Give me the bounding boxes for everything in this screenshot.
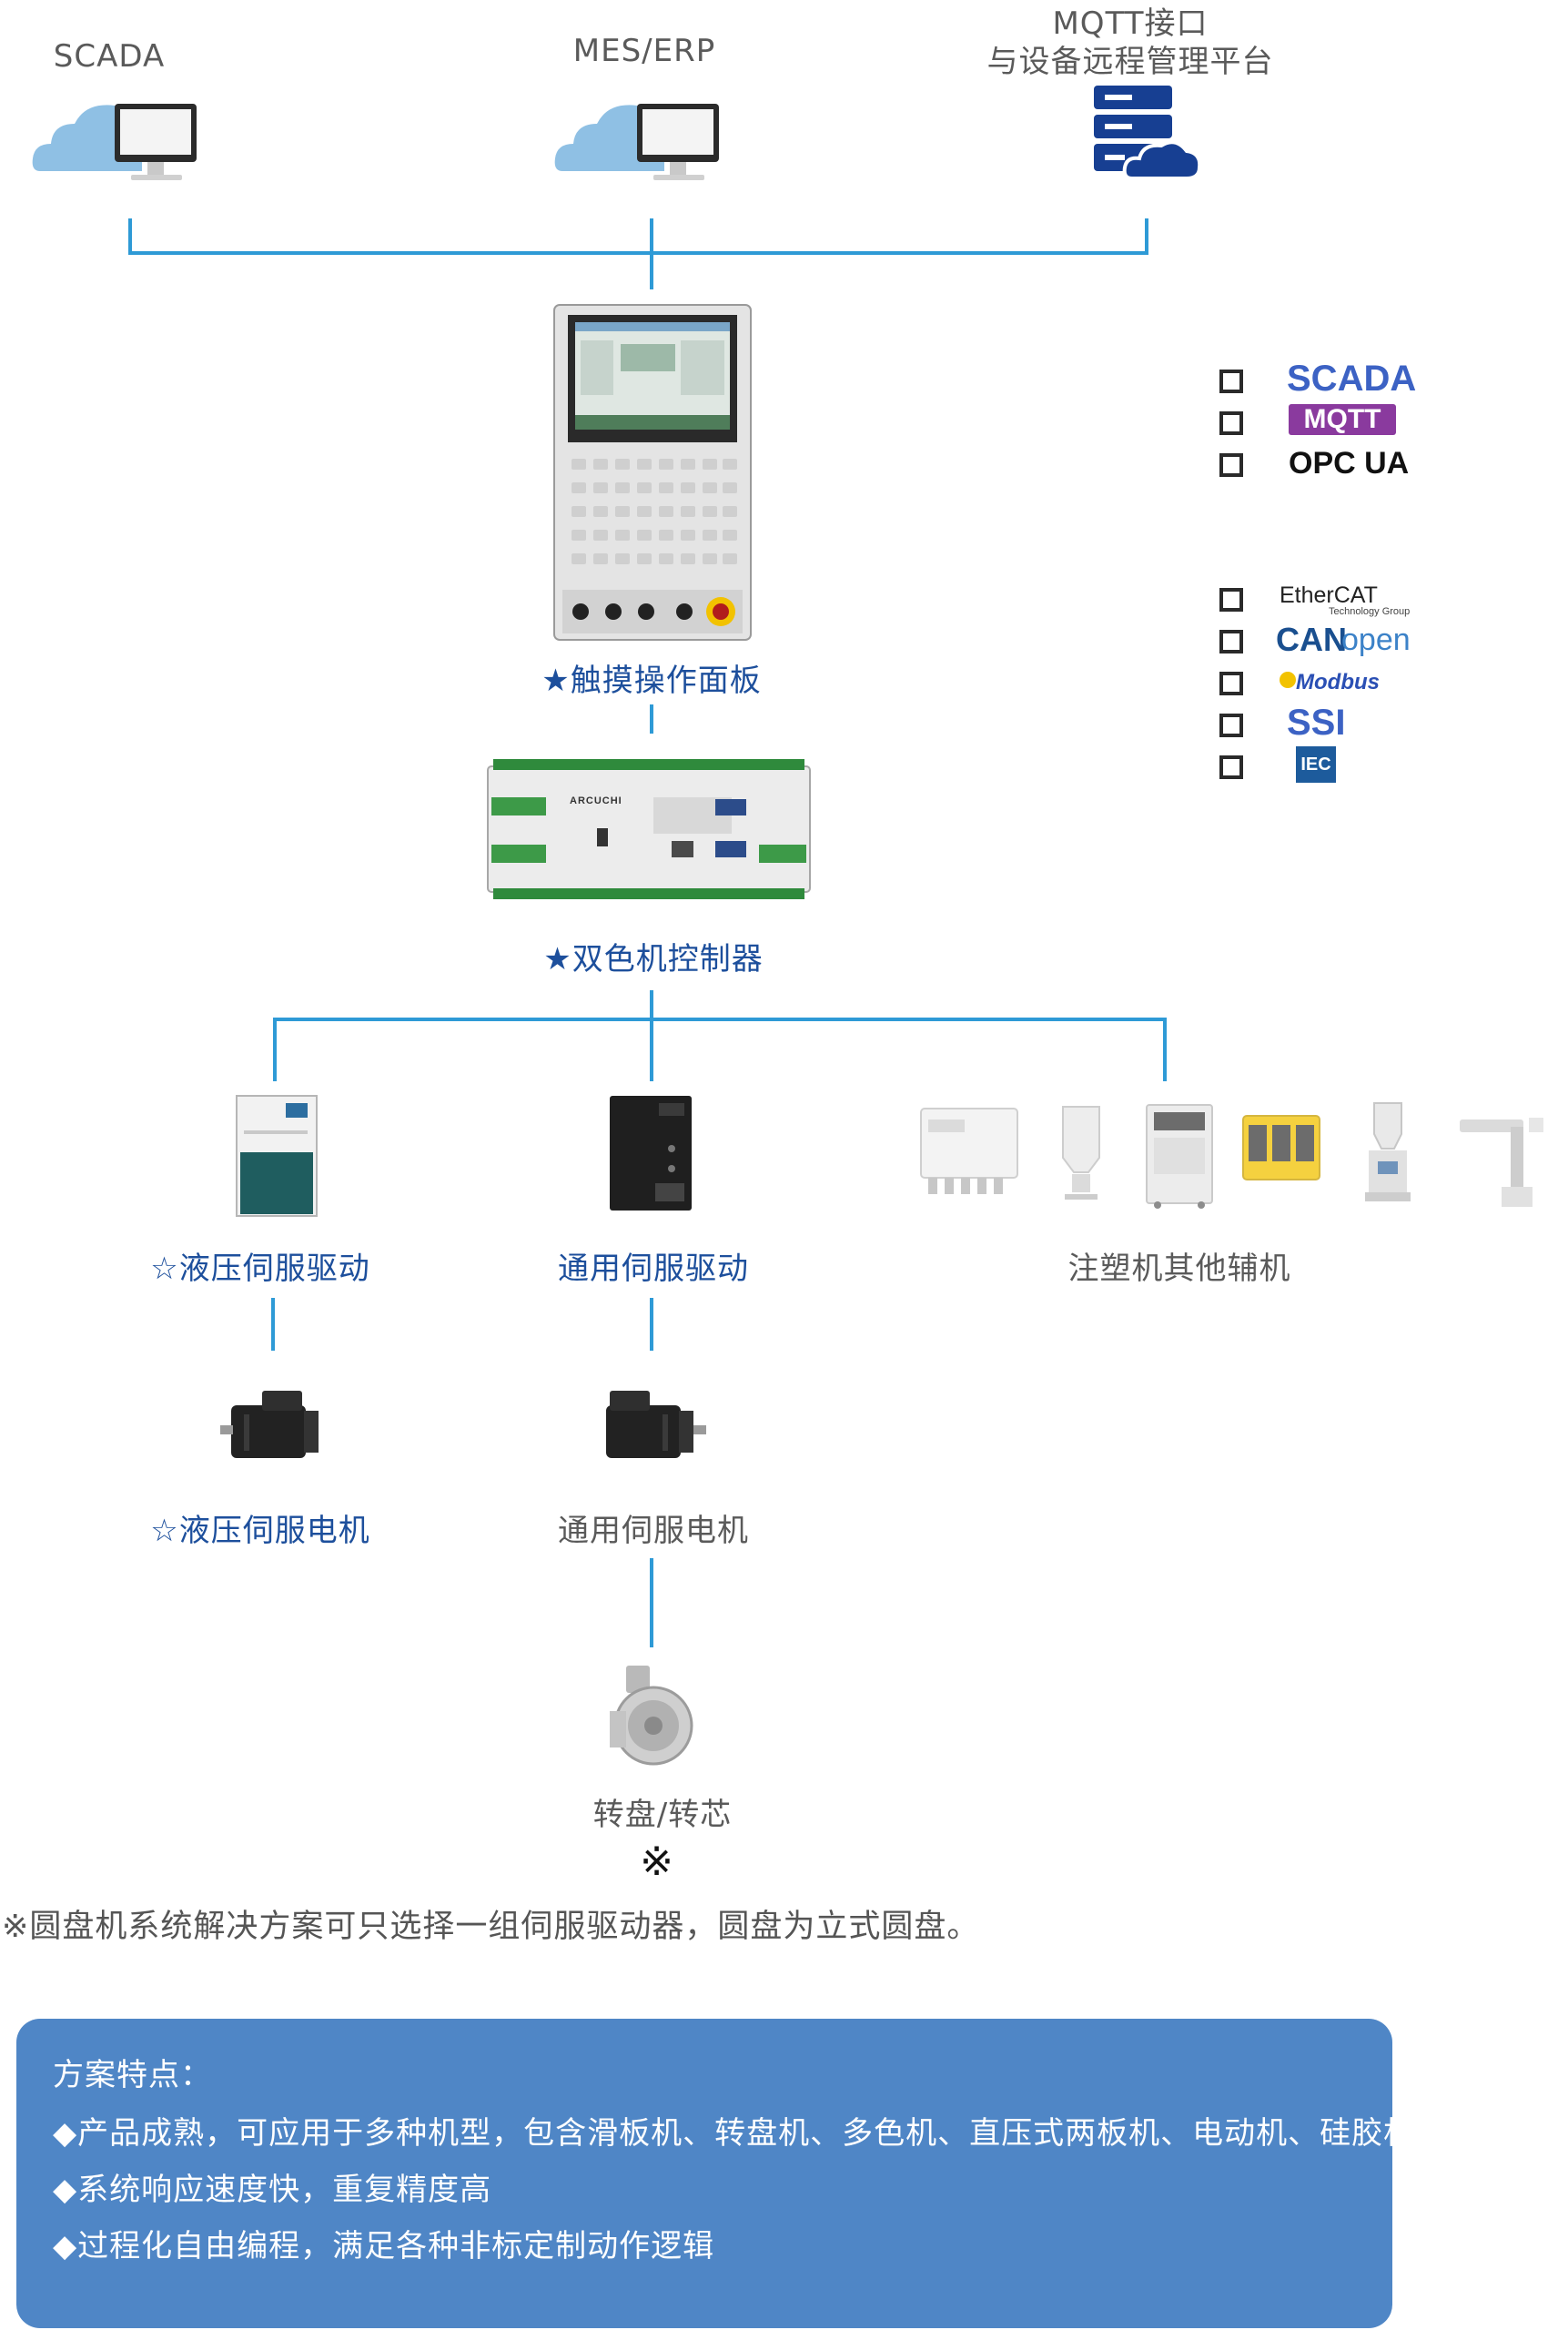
mes-drop-line [650,218,653,289]
mes-cloud-computer-icon [554,104,719,180]
aux-drop-line [1163,1018,1167,1081]
controller-drop-line [650,990,653,1081]
hydraulic-drop-line [273,1018,277,1081]
hydraulic-motor-label: ☆液压伺服电机 [150,1513,370,1549]
mqtt-logo: MQTT [1289,404,1396,435]
features-title: 方案特点： [53,2057,212,2093]
can-logo: CAN [1276,621,1347,658]
aux-hot-runner-controller-image [1242,1115,1320,1180]
scada-label: SCADA [53,38,166,75]
checkbox-mqtt [1219,411,1243,435]
canopen-logo-suffix: open [1341,623,1411,657]
opcua-logo: OPC UA [1289,446,1410,481]
controller-label: ★双色机控制器 [543,941,764,978]
modbus-logo-mark [1280,672,1296,688]
checkbox-iec [1219,755,1243,779]
iec-logo: IEC [1296,746,1336,783]
ssi-logo: SSI [1287,703,1346,743]
aux-hopper-loader-image [1365,1102,1411,1201]
hydraulic-driver-to-motor-line [271,1298,275,1351]
general-servo-driver-image [610,1096,692,1211]
hydraulic-driver-label: ☆液压伺服驱动 [150,1251,370,1287]
aux-controller-box-image [920,1108,1018,1194]
scada-logo: SCADA [1287,359,1417,399]
mes-erp-label: MES/ERP [572,33,716,69]
mqtt-drop-line [1145,218,1148,255]
hydraulic-servo-motor-image [220,1391,319,1458]
turntable-label: 转盘/转芯 [592,1797,733,1833]
general-driver-to-motor-line [650,1298,653,1351]
footnote: ※圆盘机系统解决方案可只选择一组伺服驱动器，圆盘为立式圆盘。 [2,1909,980,1945]
aux-machines-label: 注塑机其他辅机 [1067,1251,1291,1287]
checkbox-modbus [1219,672,1243,695]
general-servo-motor-image [606,1391,706,1458]
checkbox-scada [1219,370,1243,393]
touch-panel-image [553,304,752,641]
scada-drop-line [128,218,132,255]
aux-robot-arm-image [1460,1118,1543,1207]
motor-to-turntable-line [650,1558,653,1647]
checkbox-canopen [1219,630,1243,653]
touch-panel-label: ★触摸操作面板 [541,663,762,699]
feature-item: ◆系统响应速度快，重复精度高 [53,2172,492,2208]
controller-image [487,759,811,899]
ethercat-logo: EtherCAT [1280,582,1378,608]
general-driver-label: 通用伺服驱动 [558,1251,749,1287]
ethercat-subtitle: Technology Group [1329,606,1411,617]
modbus-logo: Modbus [1296,670,1380,694]
server-cloud-icon [1094,86,1202,180]
reference-mark: ※ [640,1839,674,1885]
scada-cloud-computer-icon [32,104,197,180]
feature-item: ◆产品成熟，可应用于多种机型，包含滑板机、转盘机、多色机、直压式两板机、电动机、… [53,2115,1448,2152]
controller-brand: ARCUCHI [570,795,622,806]
panel-to-controller-line [650,704,653,734]
middle-bus-line [273,1018,1167,1021]
top-bus-line [128,251,1148,255]
turntable-image [610,1666,693,1766]
aux-mold-temp-controller-image [1146,1104,1213,1209]
checkbox-ssi [1219,714,1243,737]
general-motor-label: 通用伺服电机 [558,1513,749,1549]
features-panel: 方案特点： ◆产品成熟，可应用于多种机型，包含滑板机、转盘机、多色机、直压式两板… [16,2019,1446,2328]
checkbox-ethercat [1219,588,1243,612]
aux-dryer-image [1062,1106,1100,1200]
feature-item: ◆过程化自由编程，满足各种非标定制动作逻辑 [53,2228,715,2264]
hydraulic-servo-driver-image [236,1095,318,1217]
mqtt-label-line2: 与设备远程管理平台 [986,44,1274,80]
checkbox-opcua [1219,453,1243,477]
mqtt-label-line1: MQTT接口 [1052,5,1209,42]
